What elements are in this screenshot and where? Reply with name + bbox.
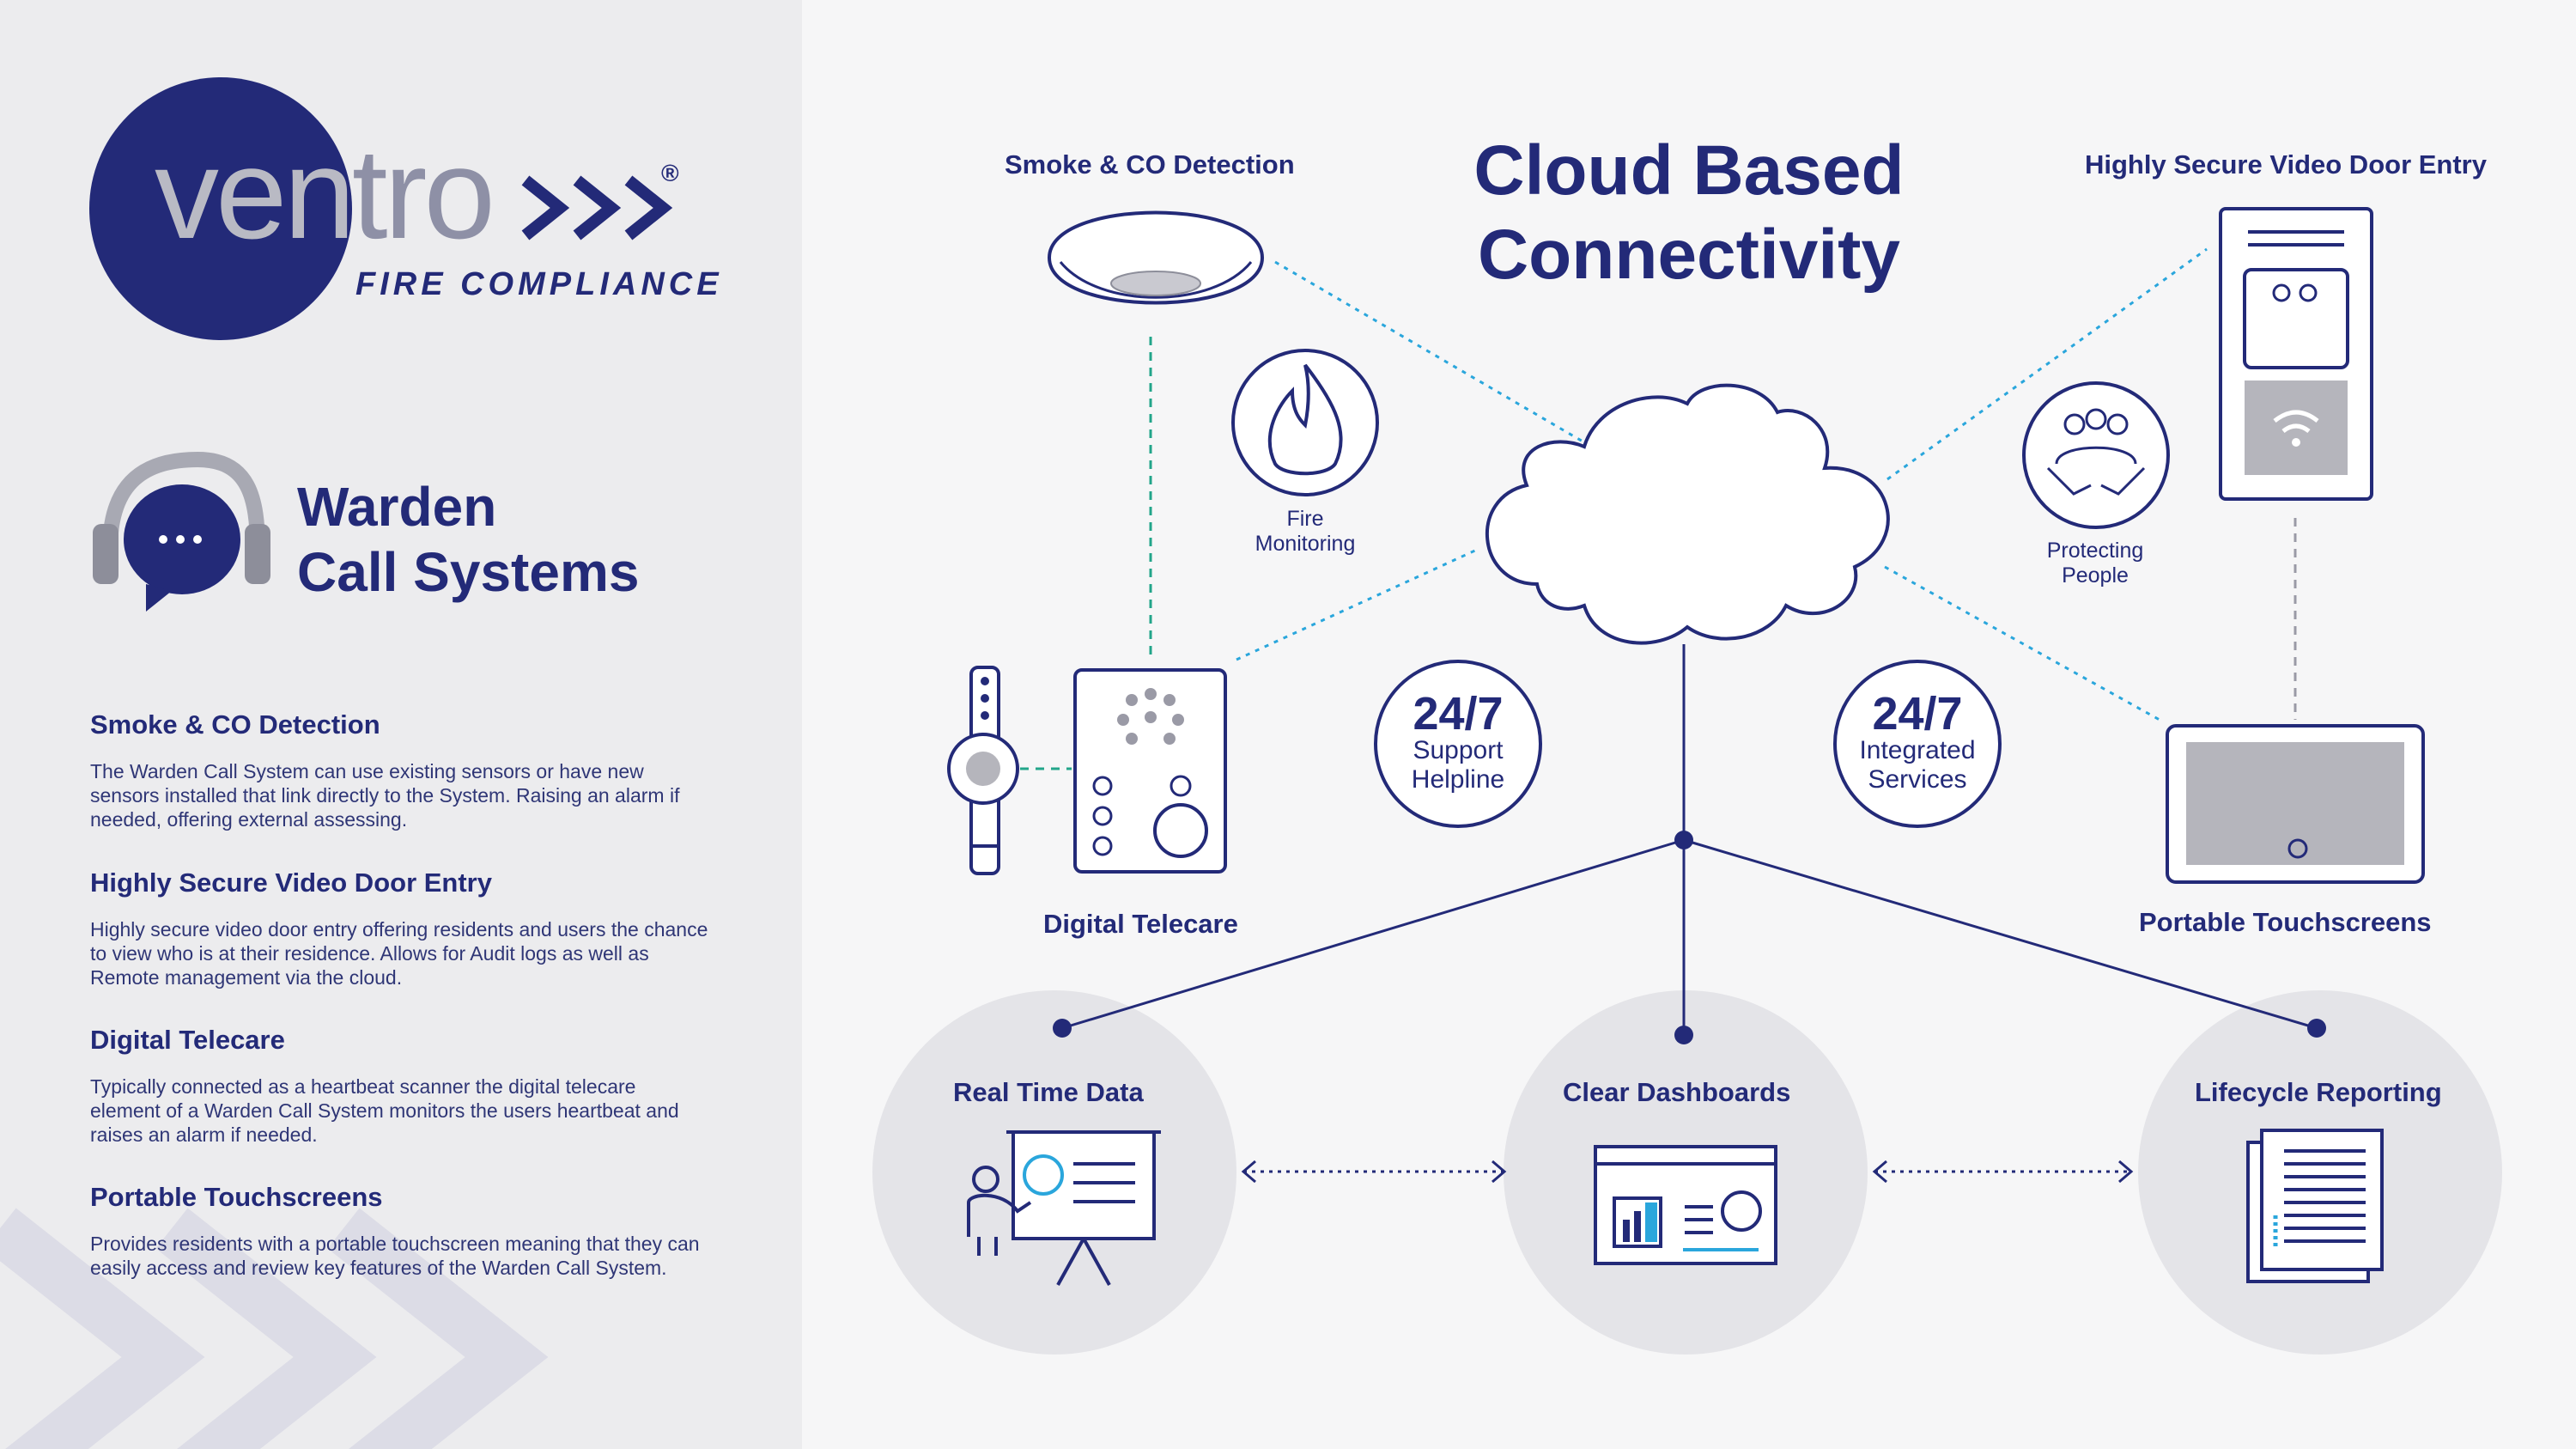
logo-chevrons bbox=[521, 175, 673, 240]
smoke-detector-icon bbox=[1047, 210, 1265, 305]
cloud-icon bbox=[1485, 383, 1890, 645]
people-hands-icon bbox=[2022, 381, 2170, 529]
badge-support-number: 24/7 bbox=[1413, 688, 1504, 740]
badge-integrated-number: 24/7 bbox=[1872, 688, 1963, 740]
arrow-heads bbox=[1241, 1160, 2134, 1184]
feature-telecare: Digital Telecare Typically connected as … bbox=[90, 1025, 708, 1147]
feature-body: Highly secure video door entry offering … bbox=[90, 918, 708, 989]
telecare-links bbox=[1020, 337, 1152, 770]
registered-mark: ® bbox=[661, 160, 679, 186]
telecare-label: Digital Telecare bbox=[1043, 909, 1238, 939]
tablet-icon bbox=[2166, 724, 2425, 884]
dashboard-icon bbox=[1594, 1145, 1777, 1265]
hub-dot bbox=[1053, 1019, 1072, 1038]
feature-door-entry: Highly Secure Video Door Entry Highly se… bbox=[90, 868, 708, 989]
report-document-icon bbox=[2246, 1129, 2384, 1283]
hub-dot bbox=[1674, 1026, 1693, 1044]
lifecycle-reporting-label: Lifecycle Reporting bbox=[2195, 1077, 2442, 1107]
flame-icon bbox=[1231, 349, 1379, 496]
presenter-icon bbox=[967, 1130, 1161, 1286]
chevron-1 bbox=[0, 1208, 205, 1449]
feature-title: Digital Telecare bbox=[90, 1025, 285, 1055]
feature-body: Typically connected as a heartbeat scann… bbox=[90, 1075, 679, 1146]
logo-circle bbox=[89, 77, 352, 340]
feature-title: Smoke & CO Detection bbox=[90, 709, 380, 740]
feature-title: Highly Secure Video Door Entry bbox=[90, 868, 492, 898]
hub-lines bbox=[1061, 644, 2318, 1035]
real-time-data-label: Real Time Data bbox=[953, 1077, 1144, 1107]
touchscreens-label: Portable Touchscreens bbox=[2139, 907, 2432, 937]
logo-wordmark: ventro bbox=[155, 121, 495, 265]
feature-touchscreens: Portable Touchscreens Provides residents… bbox=[90, 1182, 708, 1280]
chevron-3 bbox=[327, 1208, 549, 1449]
feature-smoke: Smoke & CO Detection The Warden Call Sys… bbox=[90, 709, 708, 831]
hub-dot bbox=[2307, 1019, 2326, 1038]
feature-body: The Warden Call System can use existing … bbox=[90, 760, 680, 831]
feature-body: Provides residents with a portable touch… bbox=[90, 1233, 700, 1279]
watch-icon bbox=[947, 666, 1019, 875]
smoke-label: Smoke & CO Detection bbox=[1005, 149, 1295, 180]
telecare-unit-icon bbox=[1073, 668, 1227, 874]
door-entry-panel-icon bbox=[2219, 207, 2373, 501]
headset-chat-icon bbox=[93, 451, 270, 612]
clear-dashboards-label: Clear Dashboards bbox=[1563, 1077, 1791, 1107]
background-chevrons bbox=[0, 1208, 549, 1449]
dotted-connectors bbox=[1236, 247, 2208, 721]
chevron-2 bbox=[155, 1208, 377, 1449]
badge-integrated-circle bbox=[1833, 660, 2002, 828]
badge-support-circle bbox=[1374, 660, 1542, 828]
door-entry-label: Highly Secure Video Door Entry bbox=[2085, 149, 2487, 180]
hub-dot bbox=[1674, 831, 1693, 849]
feature-title: Portable Touchscreens bbox=[90, 1182, 383, 1212]
logo-subtitle: FIRE COMPLIANCE bbox=[355, 266, 723, 302]
